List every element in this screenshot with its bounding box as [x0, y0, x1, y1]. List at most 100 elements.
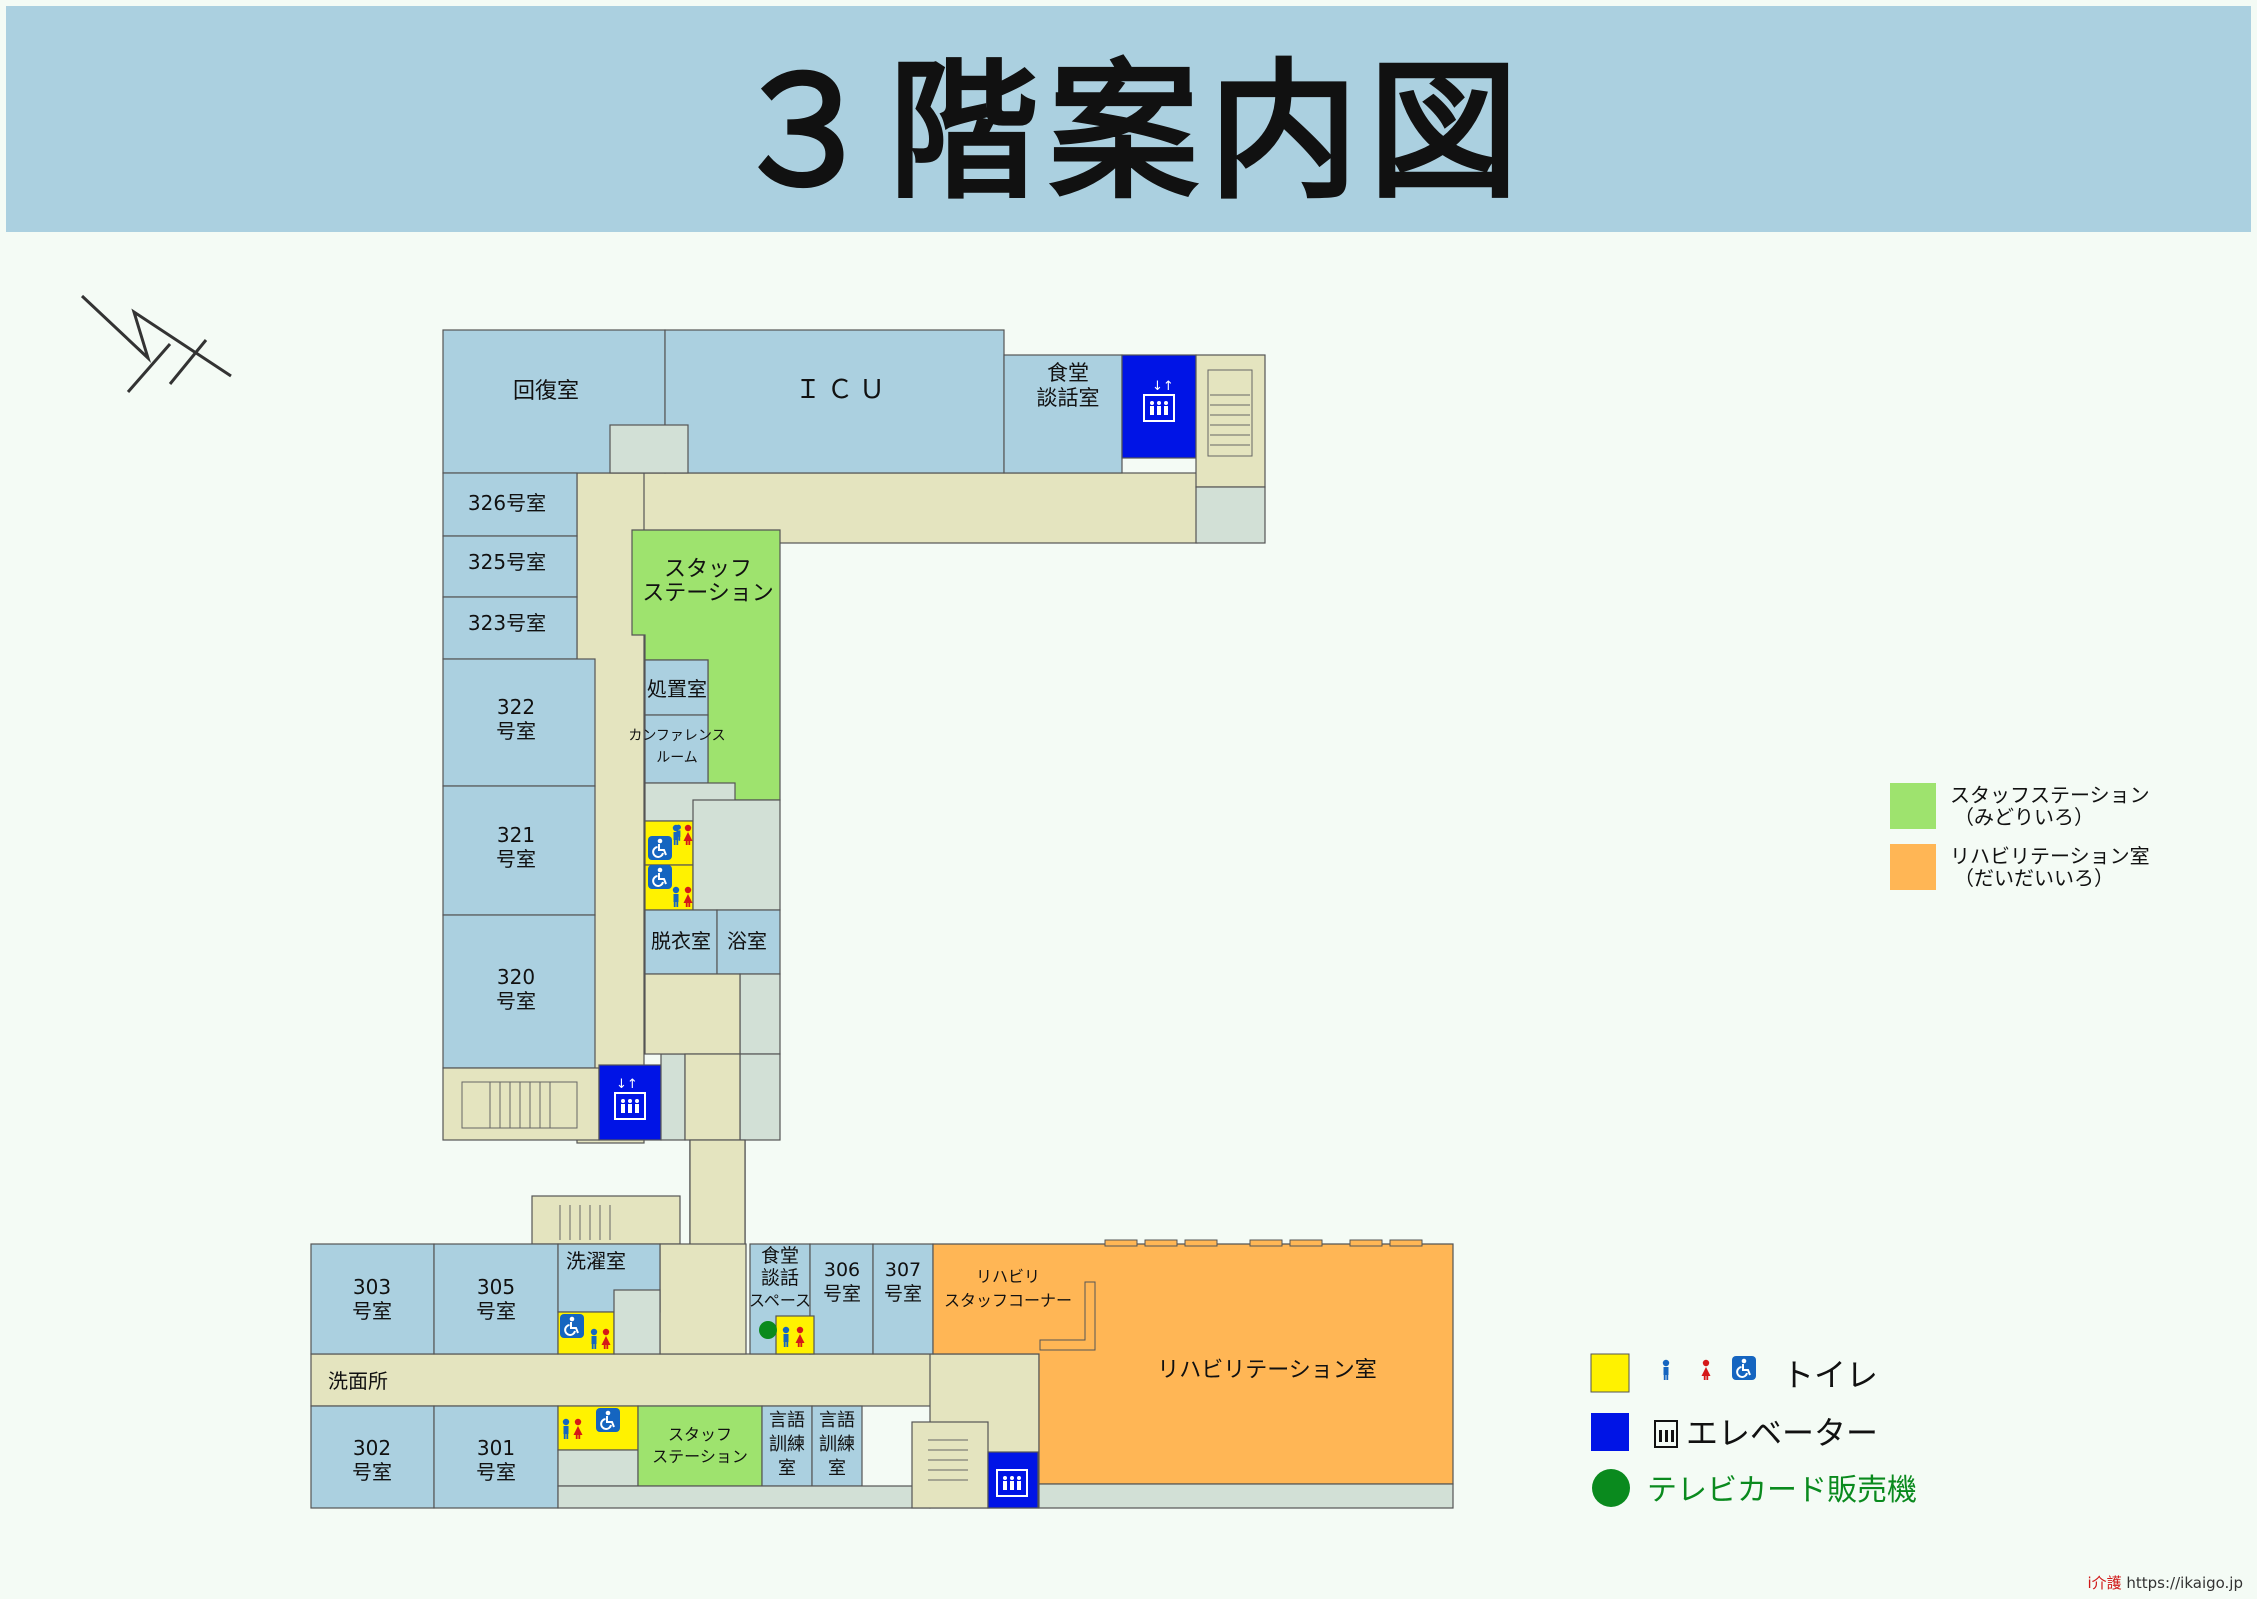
room-307	[872, 1243, 934, 1355]
label-321-suffix: 号室	[496, 847, 536, 871]
label-staff-lower-1: スタッフ	[668, 1425, 732, 1444]
label-325: 325号室	[468, 550, 546, 574]
speech-room-2	[811, 1405, 863, 1487]
legend-swatch-rehab	[1890, 844, 1936, 890]
dining-room-top	[1003, 354, 1123, 474]
label-323: 323号室	[468, 611, 546, 635]
service-center-2	[692, 799, 781, 911]
label-conference-1: カンファレンス	[628, 728, 725, 744]
tv-card-machine-icon	[759, 1321, 777, 1339]
room-303	[310, 1243, 435, 1355]
bottom-strip-rehab	[1038, 1483, 1454, 1509]
legend-swatch-elevator	[1591, 1413, 1629, 1451]
label-dining-top-2: 談話室	[1037, 386, 1100, 410]
room-320	[442, 914, 596, 1069]
footer-url[interactable]: https://ikaigo.jp	[2126, 1574, 2243, 1592]
room-305	[433, 1243, 559, 1355]
legend-staff-line-2: （みどりいろ）	[1954, 805, 2094, 829]
svg-text:↓↑: ↓↑	[1152, 379, 1174, 394]
service-top	[1195, 486, 1266, 544]
page-title: ３階案内図	[728, 45, 1529, 220]
label-306-suffix: 号室	[823, 1283, 861, 1305]
room-323	[442, 596, 578, 660]
label-staff-lower-2: ステーション	[652, 1447, 748, 1466]
label-washroom: 洗面所	[328, 1369, 388, 1393]
toilet-lower-c	[775, 1315, 815, 1355]
label-303-num: 303	[353, 1275, 391, 1299]
bottom-strip	[557, 1485, 931, 1509]
legend-rehab-line-1: リハビリテーション室	[1950, 844, 2150, 868]
icu-service	[609, 424, 689, 474]
label-bath: 浴室	[727, 929, 767, 953]
room-326	[442, 472, 578, 537]
label-treatment: 処置室	[647, 677, 707, 701]
legend-swatch-staff	[1890, 783, 1936, 829]
label-speech-2-a: 言語	[819, 1410, 855, 1431]
label-305-suffix: 号室	[476, 1299, 516, 1323]
legend-accessible-icon	[1731, 1355, 1757, 1381]
label-326: 326号室	[468, 491, 546, 515]
conference-room	[644, 714, 709, 784]
label-320-num: 320	[497, 965, 535, 989]
label-icu: ＩＣＵ	[795, 375, 891, 405]
legend-male-icon	[1662, 1359, 1670, 1380]
label-speech-2-c: 室	[828, 1458, 846, 1479]
corridor-lower	[310, 1243, 1040, 1509]
corridor-connector	[689, 1139, 746, 1246]
rehab-partition	[1039, 1281, 1096, 1351]
label-321-num: 321	[497, 823, 535, 847]
stairs-lower	[911, 1421, 989, 1509]
label-dining-lower-1: 食堂	[761, 1245, 799, 1267]
label-rehab-corner-1: リハビリ	[976, 1267, 1040, 1286]
label-rehab-corner-2: スタッフコーナー	[944, 1291, 1072, 1310]
stairs-top-icon	[1207, 369, 1253, 457]
label-speech-1-a: 言語	[769, 1410, 805, 1431]
room-322	[442, 658, 596, 787]
label-staff-upper-1: スタッフ	[664, 557, 752, 582]
label-302-num: 302	[353, 1436, 391, 1460]
room-302	[310, 1405, 435, 1509]
label-conference-2: ルーム	[656, 750, 698, 766]
stairs-top	[1195, 354, 1266, 488]
legend-elevator-icon	[1654, 1420, 1678, 1448]
room-306	[809, 1243, 874, 1355]
label-307-suffix: 号室	[884, 1283, 922, 1305]
label-dining-lower-2: 談話	[761, 1267, 799, 1289]
label-laundry: 洗濯室	[566, 1249, 626, 1273]
label-dining-top-1: 食堂	[1047, 361, 1089, 385]
corridor-link	[684, 1053, 741, 1141]
legend-tv-card-icon	[1592, 1469, 1630, 1507]
footer-brand: i介護	[2087, 1574, 2122, 1592]
stairs-left	[442, 1067, 600, 1141]
legend-rehab-line-2: （だいだいいろ）	[1954, 866, 2114, 890]
label-dining-lower-3: スペース	[749, 1291, 811, 1310]
legend-female-icon	[1701, 1359, 1711, 1380]
label-staff-upper-2: ステーション	[642, 581, 774, 606]
stairs-lower-top-icon	[559, 1205, 611, 1240]
stairs-lower-top	[531, 1195, 681, 1245]
label-recovery: 回復室	[513, 379, 579, 404]
svg-text:↓↑: ↓↑	[616, 1077, 638, 1092]
label-301-num: 301	[477, 1436, 515, 1460]
label-322-suffix: 号室	[496, 719, 536, 743]
stairs-lower-icon	[928, 1439, 968, 1481]
label-302-suffix: 号室	[352, 1460, 392, 1484]
room-321	[442, 785, 596, 916]
bath-room	[716, 909, 781, 975]
label-322-num: 322	[497, 695, 535, 719]
icu-room	[664, 329, 1005, 474]
north-arrow-icon	[80, 294, 232, 393]
rehab-window-ledges	[1104, 1239, 1423, 1247]
corridor-center	[644, 973, 741, 1055]
room-301	[433, 1405, 559, 1509]
service-center-4	[739, 1053, 781, 1141]
room-325	[442, 535, 578, 598]
label-rehab-room: リハビリテーション室	[1157, 1358, 1377, 1383]
staff-station-lower	[637, 1405, 763, 1487]
label-changing: 脱衣室	[651, 929, 711, 953]
label-320-suffix: 号室	[496, 989, 536, 1013]
service-lower-b	[557, 1449, 639, 1487]
footer-credit: i介護 https://ikaigo.jp	[2087, 1572, 2243, 1593]
legend-tv-card: テレビカード販売機	[1647, 1473, 1917, 1508]
